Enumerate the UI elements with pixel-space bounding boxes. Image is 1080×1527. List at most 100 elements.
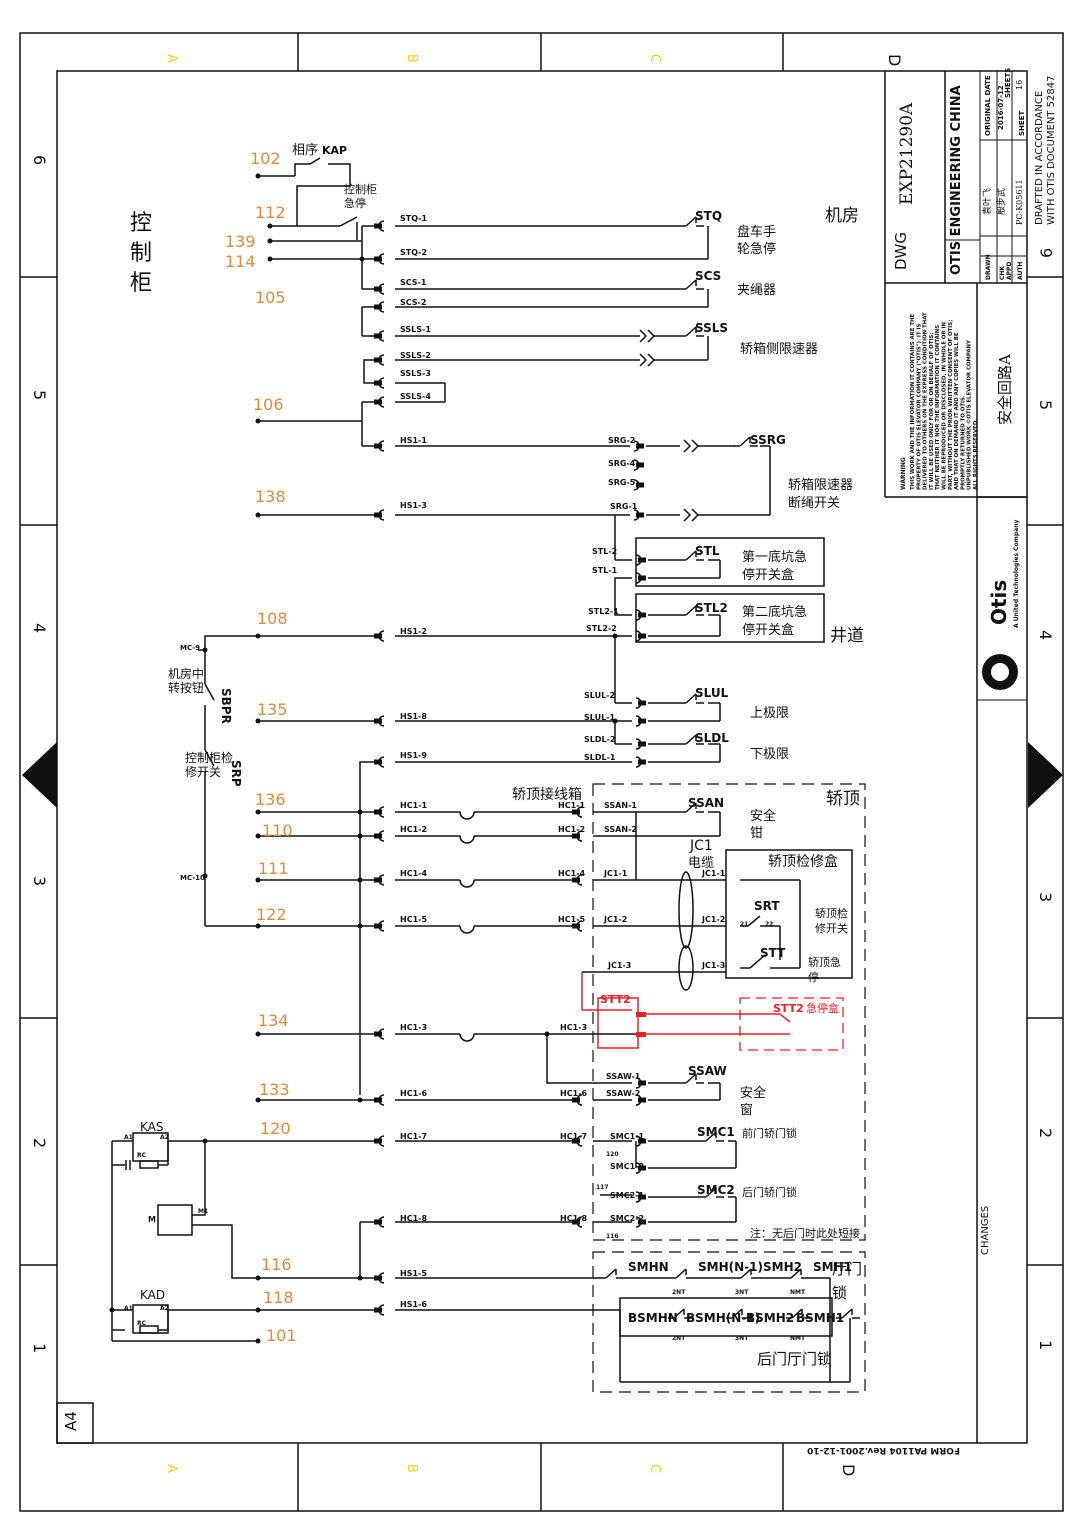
connector-pin [636, 512, 644, 518]
lbl-hc17: HC1-7 [400, 1132, 427, 1141]
warning-line: PART, WITHOUT THE PRIOR WRITTEN CONSENT … [948, 320, 954, 490]
smc1-blade [705, 1131, 717, 1142]
junction-dot [109, 1307, 115, 1313]
wire [749, 954, 766, 969]
warning-line: THIS WORK AND THE INFORMATION IT CONTAIN… [910, 313, 916, 490]
connector-pin [374, 1031, 382, 1037]
stl-box [635, 537, 825, 587]
col-A-bottom: A [164, 1464, 179, 1473]
connector-pin [374, 809, 382, 815]
col-A-top: A [164, 54, 179, 63]
row-3-left: 3 [30, 876, 49, 886]
sbpr-desc: 机房中转按钮 [168, 666, 204, 695]
smhn-label: SMHN [628, 1260, 669, 1274]
connector-pin [374, 877, 382, 883]
side-row-ruler: 6 5 4 3 2 1 5 4 3 2 1 [20, 155, 1063, 1353]
connector-pin [374, 380, 382, 386]
smh2-blade [740, 1268, 752, 1279]
original-date: 2016-07-12 [997, 85, 1005, 130]
sbpr-label: SBPR [219, 688, 233, 724]
lbl-hs12: HS1-2 [400, 627, 427, 636]
connector-pin [572, 833, 580, 839]
lbl-stl21: STL2-1 [588, 607, 619, 616]
junction-dot [357, 1097, 363, 1103]
lbl-hc16b: HC1-6 [560, 1089, 587, 1098]
srt-label: SRT [754, 899, 780, 913]
warning-line: PROMPTLY RETURNED TO OTIS. [960, 395, 966, 490]
sheet-label: SHEET [1018, 111, 1026, 136]
row-4-left: 4 [30, 623, 49, 633]
row-3-right: 3 [1036, 892, 1055, 902]
conn-stq1-pin [374, 223, 382, 229]
stt2-box [597, 997, 639, 1049]
ssaw-blade [685, 1073, 697, 1084]
bsmhn1-label: BSMH(N-1) [686, 1311, 760, 1325]
connector-pin [638, 1219, 646, 1225]
lbl-jc11a: JC1-1 [701, 869, 726, 878]
lbl-scs2: SCS-2 [400, 298, 426, 307]
lbl-hc18: HC1-8 [400, 1214, 427, 1223]
form-number: FORM PA1104 Rev.2001-12-10 [807, 1445, 960, 1455]
smc1-label: SMC1 [697, 1125, 735, 1139]
car-top-label: 轿顶 [826, 789, 860, 809]
lbl-srg5: SRG-5 [608, 478, 636, 487]
connector-pin [638, 575, 646, 581]
wire-number-122: 122 [256, 905, 287, 924]
lbl-rHC1-2: HC1-2 [558, 825, 585, 834]
bsmhn1-c-blade [731, 1308, 743, 1319]
sheets-value: 16 [1015, 80, 1024, 90]
junction-dot [357, 833, 363, 839]
connector-pin [374, 333, 382, 339]
landing-lock-label: 厅门锁 [832, 1260, 862, 1302]
bsmh1-label: BSMH1 [796, 1311, 844, 1325]
connector-pin [638, 718, 646, 724]
wire [363, 359, 380, 384]
ssls-desc: 轿箱侧限速器 [740, 341, 818, 357]
slul-label: SLUL [695, 686, 729, 700]
wire-number-102: 102 [250, 149, 281, 168]
smc1-desc: 前门轿门锁 [742, 1126, 797, 1140]
stq-blade [685, 216, 697, 227]
wire-number-111: 111 [258, 859, 289, 878]
lbl-jc13: JC1-3 [607, 961, 631, 970]
inspection-box [725, 849, 853, 979]
connector-pin [638, 633, 646, 639]
wire-number-133: 133 [259, 1080, 290, 1099]
stl-label: STL [695, 544, 720, 558]
row-2-right: 2 [1036, 1128, 1055, 1138]
warning-line: IT WILL BE USED ONLY FOR OR ON BEHALF OF… [929, 333, 935, 490]
ssls-blade [685, 326, 697, 337]
smc2-label: SMC2 [697, 1183, 735, 1197]
warning-line: AND THAT ON DEMAND IT AND ANY COPIES WIL… [954, 332, 960, 490]
warning-line: THAT NEITHER IT NOR THE INFORMATION IT C… [935, 325, 941, 490]
col-B-bottom: B [404, 1464, 419, 1473]
lbl-srg4: SRG-4 [608, 459, 636, 468]
bsmhn-c-blade [673, 1308, 685, 1319]
lbl-smc12: SMC1-2 [610, 1162, 644, 1171]
wire [359, 761, 380, 1095]
ssrg-plug [683, 439, 700, 453]
wire-number-139: 139 [225, 232, 256, 251]
stt2-desc: 急停盒 [806, 1001, 839, 1015]
connector-pin [572, 809, 580, 815]
junction-dot [255, 718, 261, 724]
crossover [459, 879, 475, 888]
phase-label: 相序 [292, 143, 318, 158]
chk-name: 殷步武 [995, 188, 1007, 215]
auth-label: AUTH [1017, 262, 1024, 280]
kas-a2: A2 [160, 1134, 169, 1141]
wire-number-134: 134 [258, 1011, 289, 1030]
smh-nmt: NMT [790, 1289, 806, 1296]
bsmh2-label: BSMH2 [746, 1311, 794, 1325]
lbl-rHC1-4: HC1-4 [558, 869, 585, 878]
lbl-scs1: SCS-1 [400, 278, 427, 287]
kas-label: KAS [140, 1120, 163, 1134]
drawn-label: DRAWN [985, 254, 992, 280]
row-4-right: 4 [1036, 630, 1055, 640]
bsmh-3nt: 3NT [735, 1335, 749, 1342]
ssrg-desc: 轿箱限速器断绳开关 [788, 477, 853, 511]
lbl-ssaw2: SSAW-2 [606, 1089, 640, 1098]
smc2-desc: 后门轿门锁 [742, 1185, 797, 1199]
lbl-hc17b: HC1-7 [560, 1132, 587, 1141]
